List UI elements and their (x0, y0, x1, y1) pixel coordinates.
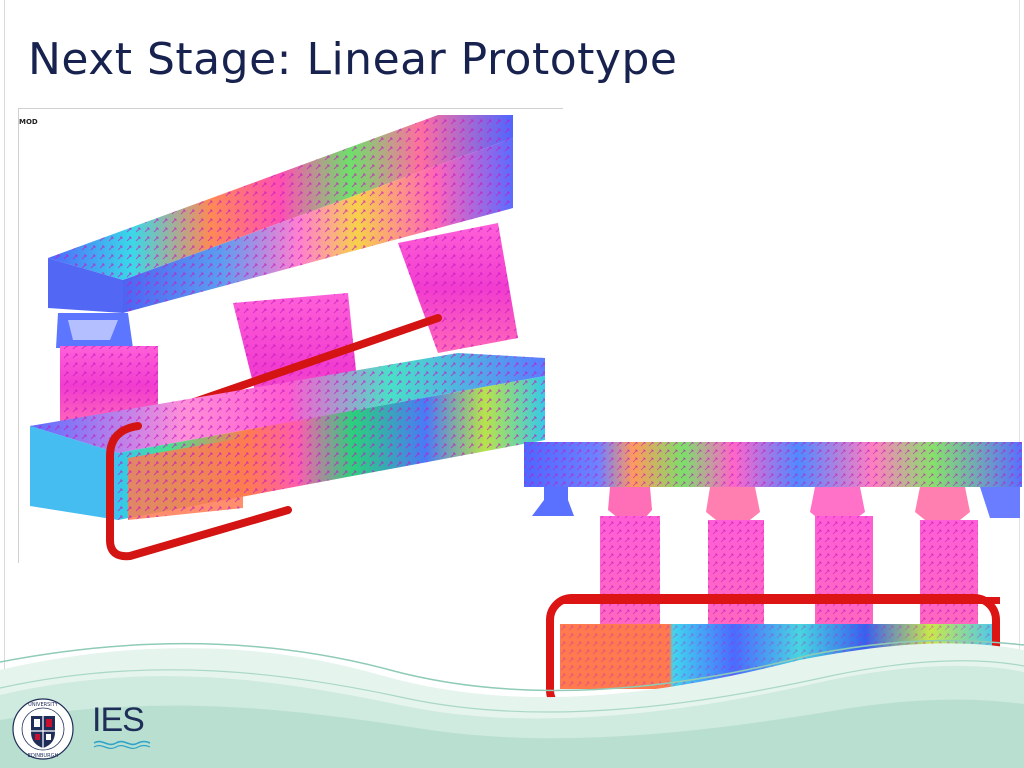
figure-label: MOD (19, 118, 38, 126)
ies-logo-icon: IES (92, 700, 156, 750)
slide-border-right (1019, 0, 1020, 768)
simulation-3d-figure (18, 108, 563, 563)
footer-waves-decoration (0, 639, 1024, 768)
ies-wave-icon (93, 740, 151, 750)
slide-title: Next Stage: Linear Prototype (28, 34, 678, 85)
ies-logo-text: IES (92, 701, 145, 739)
university-crest-icon: UNIVERSITY EDINBURGH (12, 698, 74, 760)
svg-text:EDINBURGH: EDINBURGH (28, 753, 59, 759)
slide-border-left (4, 0, 5, 768)
svg-text:UNIVERSITY: UNIVERSITY (28, 702, 59, 708)
